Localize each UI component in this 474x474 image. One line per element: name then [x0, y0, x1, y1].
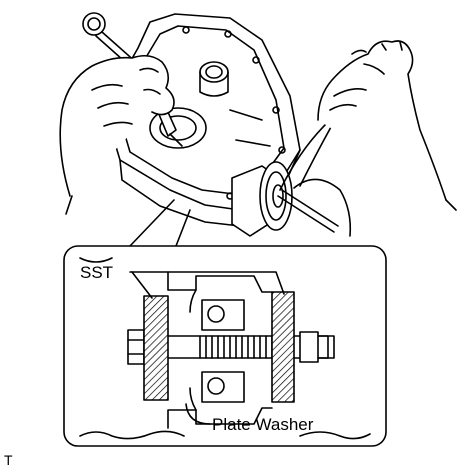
corner-mark: T — [4, 452, 13, 468]
right-plate-washer — [271, 291, 295, 403]
right-hand — [317, 40, 457, 211]
left-plate-washer — [143, 295, 169, 401]
left-hand — [59, 54, 175, 215]
plate-washer-leader — [185, 403, 211, 425]
plate-washer-label: Plate Washer — [212, 415, 314, 434]
sst-leader — [129, 271, 285, 295]
sst-label: SST — [80, 263, 113, 282]
